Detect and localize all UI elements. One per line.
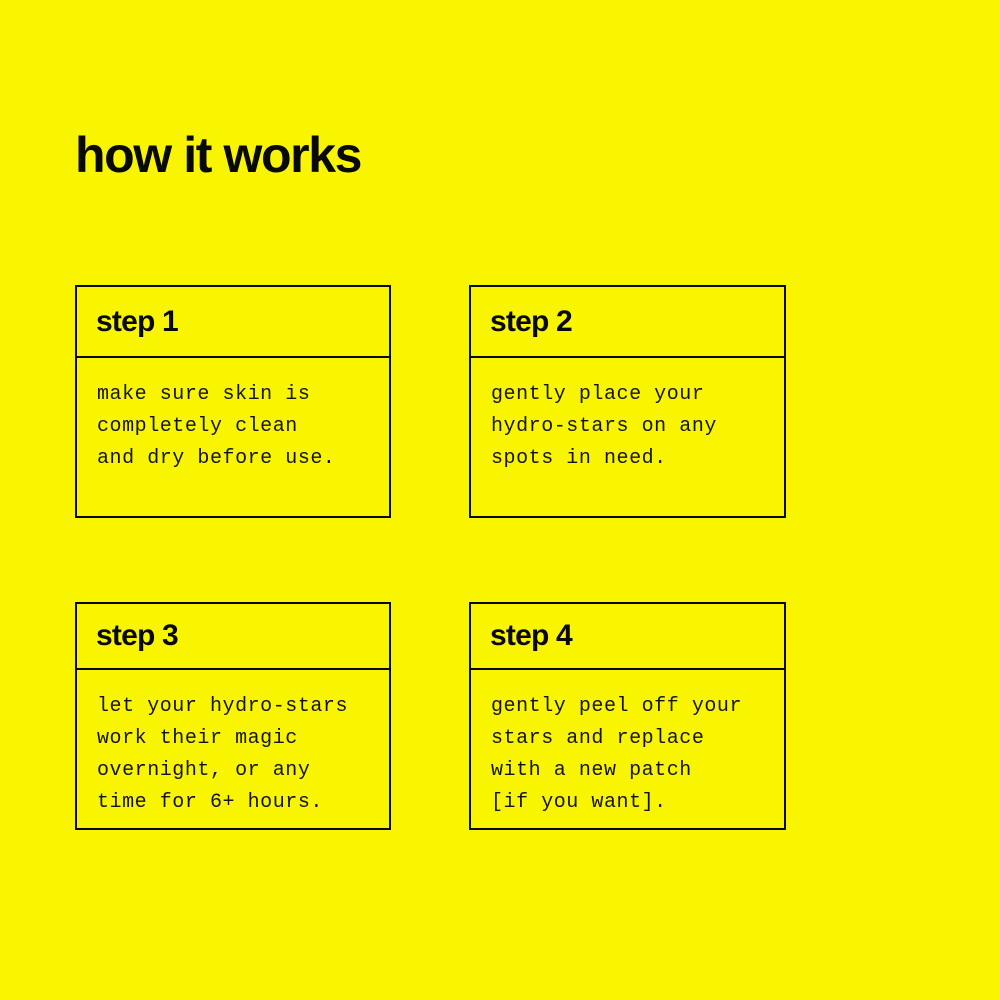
step-card-2: step 2 gently place your hydro-stars on … <box>469 285 786 518</box>
step-card-3-line-1: let your hydro-stars <box>97 695 349 718</box>
step-card-4-line-3: with a new patch <box>491 759 692 782</box>
step-card-3-header-label: step 3 <box>96 619 179 652</box>
step-card-4-header-label: step 4 <box>490 619 573 652</box>
step-card-4-header: step 4 <box>471 604 784 670</box>
step-card-3-line-2: work their magic <box>97 727 298 750</box>
step-card-2-line-2: hydro-stars on any <box>491 415 717 438</box>
step-card-1-header-label: step 1 <box>96 304 179 338</box>
step-card-1-header: step 1 <box>77 287 389 358</box>
step-card-4-line-2: stars and replace <box>491 727 705 750</box>
step-card-4-line-4: [if you want]. <box>491 791 667 814</box>
step-card-3: step 3 let your hydro-stars work their m… <box>75 602 391 830</box>
step-card-3-header: step 3 <box>77 604 389 670</box>
step-card-1: step 1 make sure skin is completely clea… <box>75 285 391 518</box>
step-card-1-line-1: make sure skin is <box>97 383 311 406</box>
step-card-4-body: gently peel off your stars and replace w… <box>471 670 784 829</box>
step-card-3-line-3: overnight, or any <box>97 759 311 782</box>
steps-row-bottom: step 3 let your hydro-stars work their m… <box>75 602 787 830</box>
step-card-1-line-3: and dry before use. <box>97 447 336 470</box>
page-title: how it works <box>75 126 362 183</box>
step-card-2-body: gently place your hydro-stars on any spo… <box>471 358 784 516</box>
step-card-2-line-3: spots in need. <box>491 447 667 470</box>
step-card-3-line-4: time for 6+ hours. <box>97 791 323 814</box>
steps-row-spacer <box>75 518 787 602</box>
step-card-3-body: let your hydro-stars work their magic ov… <box>77 670 389 829</box>
step-card-2-line-1: gently place your <box>491 383 705 406</box>
step-card-4-line-1: gently peel off your <box>491 695 743 718</box>
step-card-1-body: make sure skin is completely clean and d… <box>77 358 389 516</box>
step-card-2-header: step 2 <box>471 287 784 358</box>
step-card-4: step 4 gently peel off your stars and re… <box>469 602 786 830</box>
steps-grid: step 1 make sure skin is completely clea… <box>75 285 787 830</box>
steps-row-top: step 1 make sure skin is completely clea… <box>75 285 787 518</box>
step-card-2-header-label: step 2 <box>490 304 573 338</box>
step-card-1-line-2: completely clean <box>97 415 298 438</box>
